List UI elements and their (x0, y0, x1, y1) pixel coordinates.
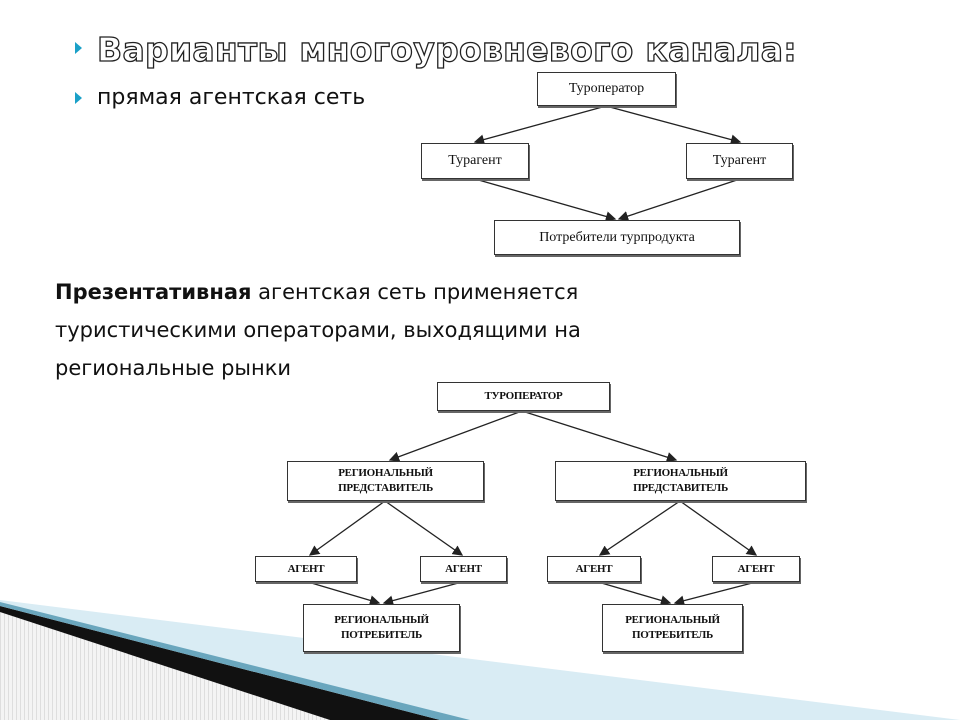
node-agent-2: АГЕНТ (420, 556, 507, 582)
node-label: РЕГИОНАЛЬНЫЙ (633, 467, 728, 479)
node-label: ПОТРЕБИТЕЛЬ (631, 629, 714, 641)
node-consumers: Потребители турпродукта (494, 220, 740, 255)
node-label: РЕГИОНАЛЬНЫЙ (625, 614, 720, 626)
corner-decoration (0, 600, 960, 720)
bullet-direct-network: прямая агентская сеть (97, 85, 366, 110)
node-regional-rep-right: РЕГИОНАЛЬНЫЙ ПРЕДСТАВИТЕЛЬ (555, 461, 806, 501)
node-label: РЕГИОНАЛЬНЫЙ (338, 467, 433, 479)
node-label: ПОТРЕБИТЕЛЬ (340, 629, 423, 641)
bullet-icon (75, 42, 82, 54)
node-travel-agent-left: Турагент (421, 143, 529, 179)
bullet-icon (75, 92, 82, 104)
node-label: ПРЕДСТАВИТЕЛЬ (338, 482, 433, 494)
node-regional-consumer-left: РЕГИОНАЛЬНЫЙ ПОТРЕБИТЕЛЬ (303, 604, 460, 652)
arrows (307, 105, 758, 606)
node-label: ПРЕДСТАВИТЕЛЬ (633, 482, 728, 494)
node-travel-agent-right: Турагент (686, 143, 793, 179)
node-tour-operator: Туроператор (537, 72, 676, 106)
node-regional-rep-left: РЕГИОНАЛЬНЫЙ ПРЕДСТАВИТЕЛЬ (287, 461, 484, 501)
slide-title: Варианты многоуровневого канала: (96, 29, 797, 69)
node-agent-3: АГЕНТ (547, 556, 641, 582)
node-label: РЕГИОНАЛЬНЫЙ (334, 614, 429, 626)
paragraph-text: агентская сеть применяется туристическим… (55, 280, 581, 380)
node-regional-consumer-right: РЕГИОНАЛЬНЫЙ ПОТРЕБИТЕЛЬ (602, 604, 743, 652)
node-agent-4: АГЕНТ (712, 556, 800, 582)
paragraph-bold-term: Презентативная (55, 280, 252, 304)
paragraph-presentative: Презентативная агентская сеть применяетс… (55, 273, 735, 387)
node-tour-operator-2: ТУРОПЕРАТОР (437, 382, 610, 411)
node-agent-1: АГЕНТ (255, 556, 357, 582)
